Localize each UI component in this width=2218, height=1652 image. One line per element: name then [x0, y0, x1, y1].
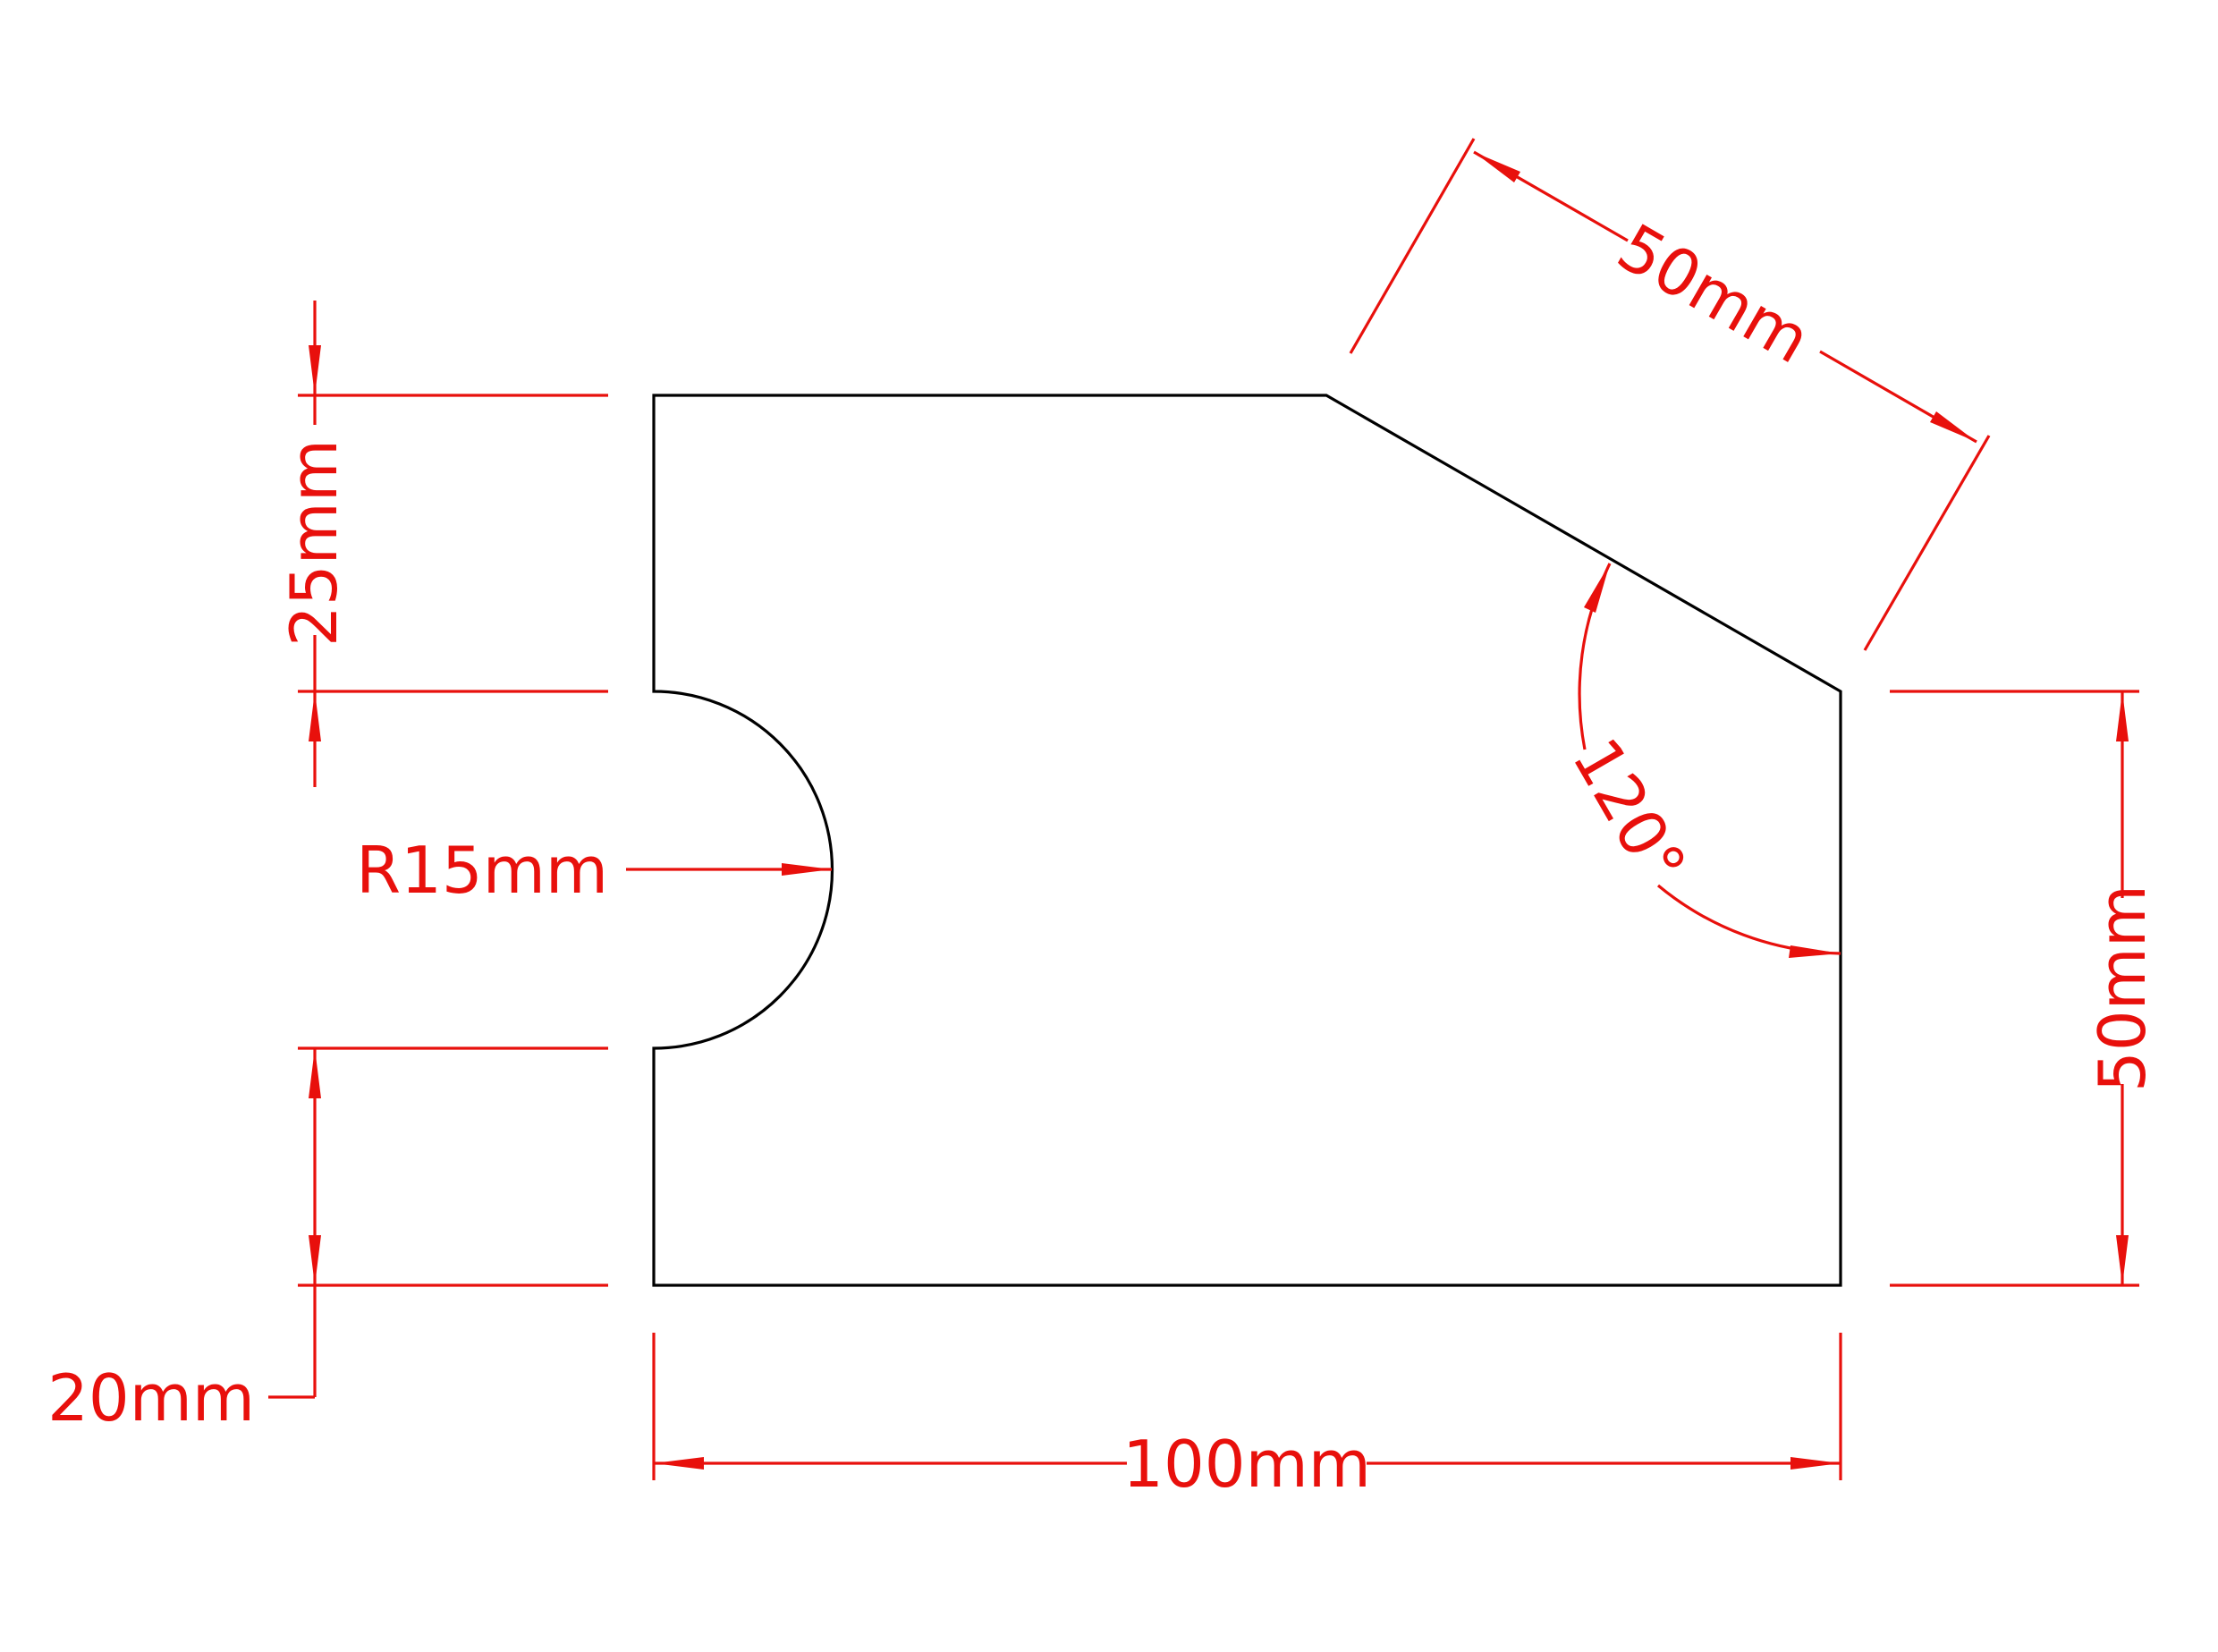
dimension-label: 20mm [47, 1360, 255, 1436]
dimension-label: 50mm [1605, 209, 1823, 378]
angle-arc [1656, 884, 1841, 955]
arrow-head [1930, 411, 1977, 442]
arrow-head [309, 1048, 321, 1098]
arrow-head [309, 1235, 321, 1285]
arrow-head [782, 863, 832, 876]
dimension-label: R15mm [356, 833, 608, 908]
part-outline [652, 394, 1842, 1287]
arrow-head [2116, 691, 2129, 741]
dimension-angle: 120° [1558, 563, 1841, 958]
arrow-head [309, 345, 321, 395]
dimension-overall-width: 100mm [652, 1333, 1842, 1502]
dimension-bottom-vertical: 20mm [47, 1046, 608, 1436]
extension-line [1863, 435, 1991, 651]
dimension-label: 100mm [1122, 1427, 1371, 1502]
arrow-head [1474, 152, 1520, 182]
arrow-head [654, 1457, 704, 1470]
arrow-head [1789, 945, 1841, 958]
dimension-label: 120° [1558, 725, 1700, 897]
arrow-head [1584, 563, 1610, 613]
arrow-head [2116, 1235, 2129, 1285]
dimension-slant-length: 50mm [1349, 138, 1991, 651]
dimension-right-height: 50mm [1890, 690, 2160, 1287]
extension-line [1349, 138, 1476, 354]
arrow-head [309, 691, 321, 741]
dimension-label: 25mm [276, 439, 351, 647]
dimension-arc-radius: R15mm [356, 833, 832, 908]
arrow-head [1790, 1457, 1841, 1470]
dimension-top-vertical: 25mm [276, 301, 608, 787]
dimension-label: 50mm [2085, 885, 2160, 1092]
dimension-annotations: 25mm 50mm 50mm R15mm [47, 138, 2160, 1502]
